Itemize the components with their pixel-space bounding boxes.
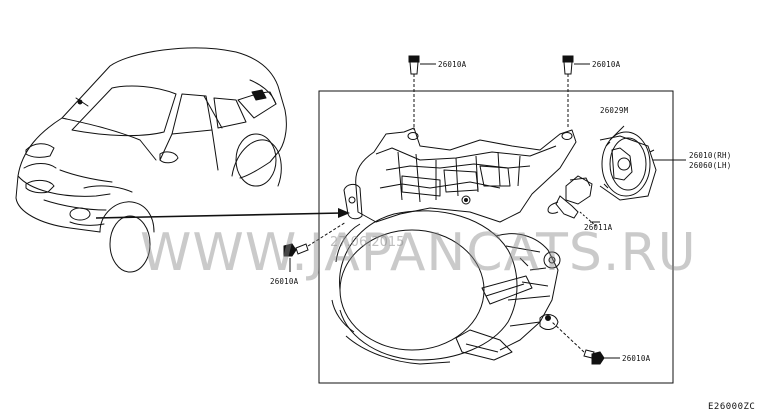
- label-assembly-lh: 26060(LH): [689, 161, 731, 170]
- bolt-left: [283, 221, 347, 272]
- label-bolt-top-right: 26010A: [592, 60, 621, 69]
- leader-lines: [590, 159, 686, 223]
- watermark-text: WWW.JAPANCATS.RU: [140, 223, 697, 283]
- headlamp-unit: [331, 127, 577, 365]
- label-drawing-code: E26000ZC: [708, 402, 755, 412]
- label-bolt-bottom-right: 26010A: [622, 354, 651, 363]
- label-cap: 26029M: [600, 106, 629, 115]
- label-bolt-left: 26010A: [270, 277, 299, 286]
- bulb: [547, 175, 597, 227]
- watermark-date: 27.06.2015: [330, 235, 404, 250]
- vehicle-illustration: [15, 47, 287, 273]
- bolt-top-right: [562, 55, 590, 128]
- leader-arrow: [95, 208, 350, 219]
- assembly-frame: [318, 90, 674, 384]
- label-bulb: 26011A: [584, 223, 613, 232]
- bolt-top-left: [408, 55, 436, 130]
- label-bolt-top-left: 26010A: [438, 60, 467, 69]
- bulb-cap: [599, 125, 657, 201]
- bolt-bottom-right: [551, 321, 620, 365]
- label-assembly-rh: 26010(RH): [689, 151, 731, 160]
